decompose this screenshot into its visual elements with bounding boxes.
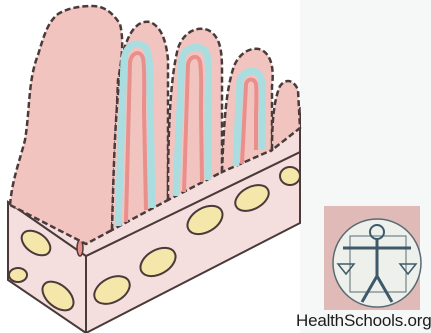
vitruvian-man-icon	[324, 206, 421, 310]
cell-nucleus	[9, 268, 27, 282]
cell-nucleus	[280, 167, 300, 185]
villus-left-mass	[10, 6, 122, 244]
watermark-text: HealthSchools.org	[296, 311, 431, 331]
